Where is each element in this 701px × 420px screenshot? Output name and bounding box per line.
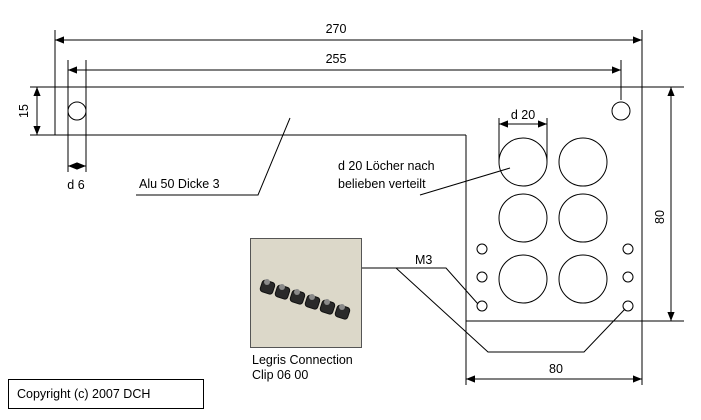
part-label-line1: Legris Connection	[252, 353, 353, 367]
dimension-lines	[33, 36, 675, 383]
dim-small-hole: d 6	[67, 178, 84, 192]
connector-photo	[250, 238, 362, 348]
dim-hole-spacing: 255	[326, 52, 347, 66]
dim-plate-height: 80	[653, 210, 667, 224]
connector-clip-icon	[259, 279, 351, 320]
leader-lines	[136, 117, 626, 353]
dim-plate-width: 80	[549, 362, 563, 376]
dim-overall-width: 270	[326, 22, 347, 36]
copyright-box: Copyright (c) 2007 DCH	[8, 379, 204, 409]
mounting-holes	[67, 60, 631, 172]
note-holes-line1: d 20 Löcher nach	[338, 159, 435, 173]
part-label-line2: Clip 06 00	[252, 368, 309, 382]
note-screw: M3	[415, 253, 432, 267]
part-outline	[30, 30, 684, 385]
note-holes-line2: belieben verteilt	[338, 177, 426, 191]
note-material: Alu 50 Dicke 3	[139, 177, 220, 191]
m3-holes	[476, 243, 634, 312]
dim-strip-height: 15	[17, 104, 31, 118]
large-holes	[498, 118, 608, 304]
dim-large-hole: d 20	[511, 108, 535, 122]
